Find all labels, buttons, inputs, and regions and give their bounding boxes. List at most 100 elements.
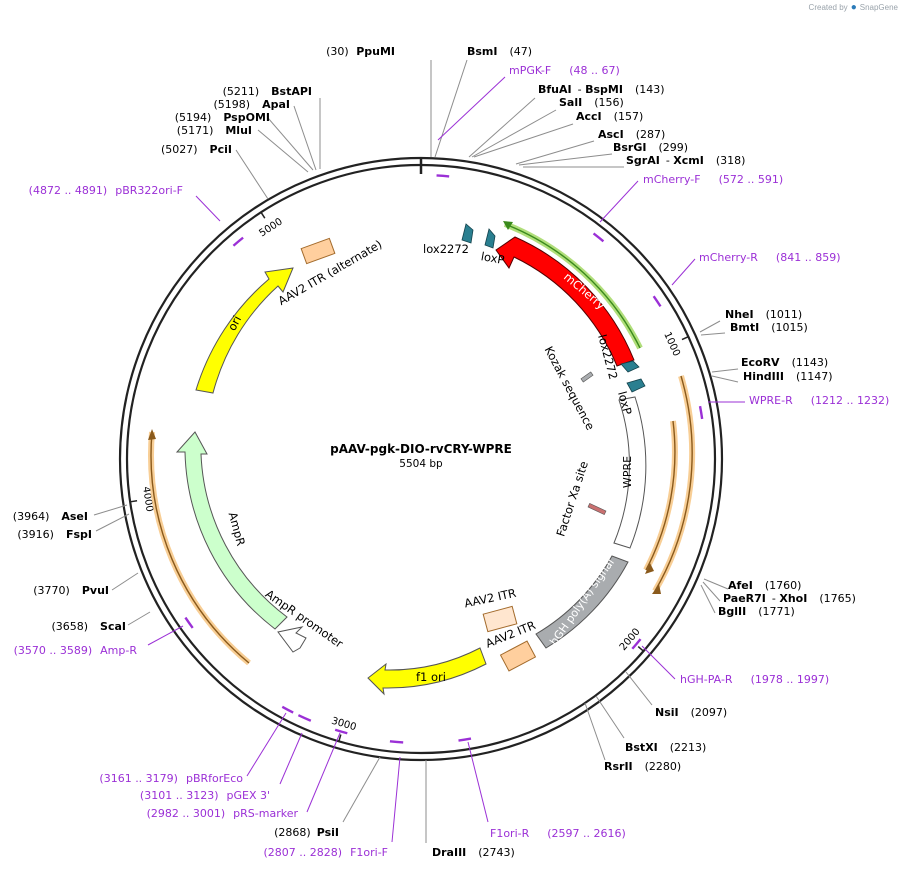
enzyme-name-ecorv: EcoRV — [741, 356, 780, 369]
svg-text:NheI(1011): NheI(1011) — [725, 308, 802, 321]
svg-text:(2868)PsiI: (2868)PsiI — [274, 826, 339, 839]
enzyme-pos-sali: (156) — [594, 96, 624, 109]
svg-text:SalI(156): SalI (156) — [559, 96, 624, 109]
primer-name-f1ori-f: F1ori-F — [350, 846, 388, 859]
snapgene-logo-icon: ● — [850, 2, 857, 13]
svg-text:F1ori-R(2597 .. 2616): F1ori-R(2597 .. 2616) — [490, 827, 626, 840]
feature-label-loxp-top: loxP — [480, 249, 506, 267]
primer-name-hgh-pa-r: hGH-PA-R — [680, 673, 733, 686]
svg-text:(3161 .. 3179)pBRforEco: (3161 .. 3179)pBRforEco — [99, 772, 243, 785]
svg-text:(5211)BstAPI: (5211)BstAPI — [223, 85, 312, 98]
enzyme-name-bsmi: BsmI — [467, 45, 498, 58]
enzyme-pos-pvui: (3770) — [33, 584, 70, 597]
primer-range-amp-r: (3570 .. 3589) — [14, 644, 93, 657]
primer-mark-pbr322ori-f — [232, 236, 244, 247]
primer-range-pbr322ori-f: (4872 .. 4891) — [29, 184, 108, 197]
primer-range-f1ori-r: (2597 .. 2616) — [547, 827, 626, 840]
enzyme-pos-bmti: (1015) — [771, 321, 808, 334]
svg-text:BstXI(2213): BstXI(2213) — [625, 741, 706, 754]
primer-name-pbr322ori-f: pBR322ori-F — [115, 184, 183, 197]
enzyme-name-ppumi: PpuMI — [356, 45, 395, 58]
leader-bstxi — [595, 695, 625, 739]
primer-mark-mpgk-f — [436, 174, 450, 178]
svg-text:(3770)PvuI: (3770)PvuI — [33, 584, 109, 597]
primer-labels: mPGK-F(48 .. 67) mCherry-F(572 .. 591) m… — [14, 64, 890, 859]
svg-text:(5194)PspOMI: (5194)PspOMI — [175, 111, 270, 124]
enzyme-name-paer7i: PaeR7I — [723, 592, 766, 605]
leader-psii — [342, 756, 381, 823]
primer-mark-mcherry-f — [592, 232, 605, 243]
enzyme-name-asei: AseI — [61, 510, 88, 523]
feature-label-factor-xa: Factor Xa site — [553, 459, 590, 538]
svg-text:BglII(1771): BglII(1771) — [718, 605, 795, 618]
leader-mcherry-f — [599, 180, 639, 223]
feature-label-kozak: Kozak sequence — [542, 344, 598, 433]
primer-mark-f1ori-r — [458, 737, 472, 742]
primer-leaders — [147, 76, 745, 843]
tick-label-1000: 1000 — [661, 330, 682, 358]
aav2-itr-alternate-feature — [300, 237, 336, 265]
feature-label-lox2272-top: lox2272 — [423, 242, 469, 256]
enzyme-name-afei: AfeI — [728, 579, 753, 592]
svg-text:BsrGI(299): BsrGI(299) — [613, 141, 688, 154]
enzyme-pos-bstapi: (5211) — [223, 85, 260, 98]
primer-range-hgh-pa-r: (1978 .. 1997) — [751, 673, 830, 686]
leader-hindiii — [711, 375, 739, 383]
leader-asci — [515, 140, 595, 165]
tick-mark-1000 — [681, 335, 689, 341]
enzyme-name-rsrii: RsrII — [604, 760, 633, 773]
svg-text:BfuAI- BspMI(143): BfuAI- BspMI(143) — [538, 83, 665, 96]
enzyme-name-bglii: BglII — [718, 605, 746, 618]
primer-range-mcherry-f: (572 .. 591) — [719, 173, 784, 186]
snapgene-credit: Created by ● SnapGene — [809, 2, 898, 13]
credit-logo: SnapGene — [859, 3, 898, 12]
enzyme-pos-draiii: (2743) — [478, 846, 515, 859]
leader-paer7i — [702, 581, 721, 602]
enzyme-pos-bsrgi: (299) — [658, 141, 688, 154]
leader-hgh-pa-r — [641, 645, 676, 680]
factor-xa-feature — [587, 502, 607, 516]
wpre-feature — [613, 396, 647, 549]
primer-mark-f1ori-f — [389, 740, 404, 744]
primer-range-pgex: (3101 .. 3123) — [140, 789, 219, 802]
enzyme-name-apai: ApaI — [262, 98, 290, 111]
svg-text:HindIII(1147): HindIII(1147) — [743, 370, 833, 383]
leader-fspi — [95, 513, 130, 532]
primer-mark-mcherry-r — [652, 295, 662, 308]
primer-name-pgex: pGEX 3' — [226, 789, 270, 802]
enzyme-name-psii: PsiI — [317, 826, 339, 839]
f1-ori-feature — [367, 647, 487, 696]
enzyme-name-xhoi: XhoI — [779, 592, 807, 605]
leader-f1ori-r — [467, 741, 489, 823]
enzyme-pos-ecorv: (1143) — [792, 356, 829, 369]
enzyme-leaders — [93, 59, 739, 843]
enzyme-name-sgrai: SgrAI — [626, 154, 660, 167]
tick-mark-2000 — [637, 646, 644, 652]
feature-label-ori: ori — [225, 313, 244, 333]
enzyme-name-mlui: MluI — [225, 124, 252, 137]
enzyme-name-nsii: NsiI — [655, 706, 679, 719]
primer-name-prs-marker: pRS-marker — [233, 807, 298, 820]
enzyme-name-pcii: PciI — [210, 143, 232, 156]
primer-marks — [184, 174, 704, 744]
credit-text: Created by — [808, 3, 848, 12]
leader-prs-marker — [306, 732, 341, 813]
primer-name-mcherry-r: mCherry-R — [699, 251, 758, 264]
svg-text:NsiI(2097): NsiI(2097) — [655, 706, 727, 719]
enzyme-name-sali: SalI — [559, 96, 582, 109]
svg-text:(3570 .. 3589)Amp-R: (3570 .. 3589)Amp-R — [14, 644, 138, 657]
enzyme-pos-apai: (5198) — [214, 98, 251, 111]
enzyme-name-bspmi: BspMI — [585, 83, 623, 96]
enzyme-pos-sgrai: (318) — [716, 154, 746, 167]
hgh-polya-feature — [535, 555, 629, 649]
primer-range-mcherry-r: (841 .. 859) — [776, 251, 841, 264]
svg-text:EcoRV(1143): EcoRV (1143) — [741, 356, 828, 369]
feature-label-ampr: AmpR — [226, 511, 248, 548]
svg-text:mCherry-F(572 .. 591): mCherry-F(572 .. 591) — [643, 173, 783, 186]
enzyme-pos-rsrii: (2280) — [645, 760, 682, 773]
aav2-itr-light-feature — [482, 605, 518, 633]
svg-text:(5171)MluI: (5171)MluI — [177, 124, 252, 137]
leader-rsrii — [584, 702, 606, 761]
svg-text:(2982 .. 3001)pRS-marker: (2982 .. 3001)pRS-marker — [147, 807, 299, 820]
svg-text:PaeR7I- XhoI(1765): PaeR7I- XhoI(1765) — [723, 592, 856, 605]
